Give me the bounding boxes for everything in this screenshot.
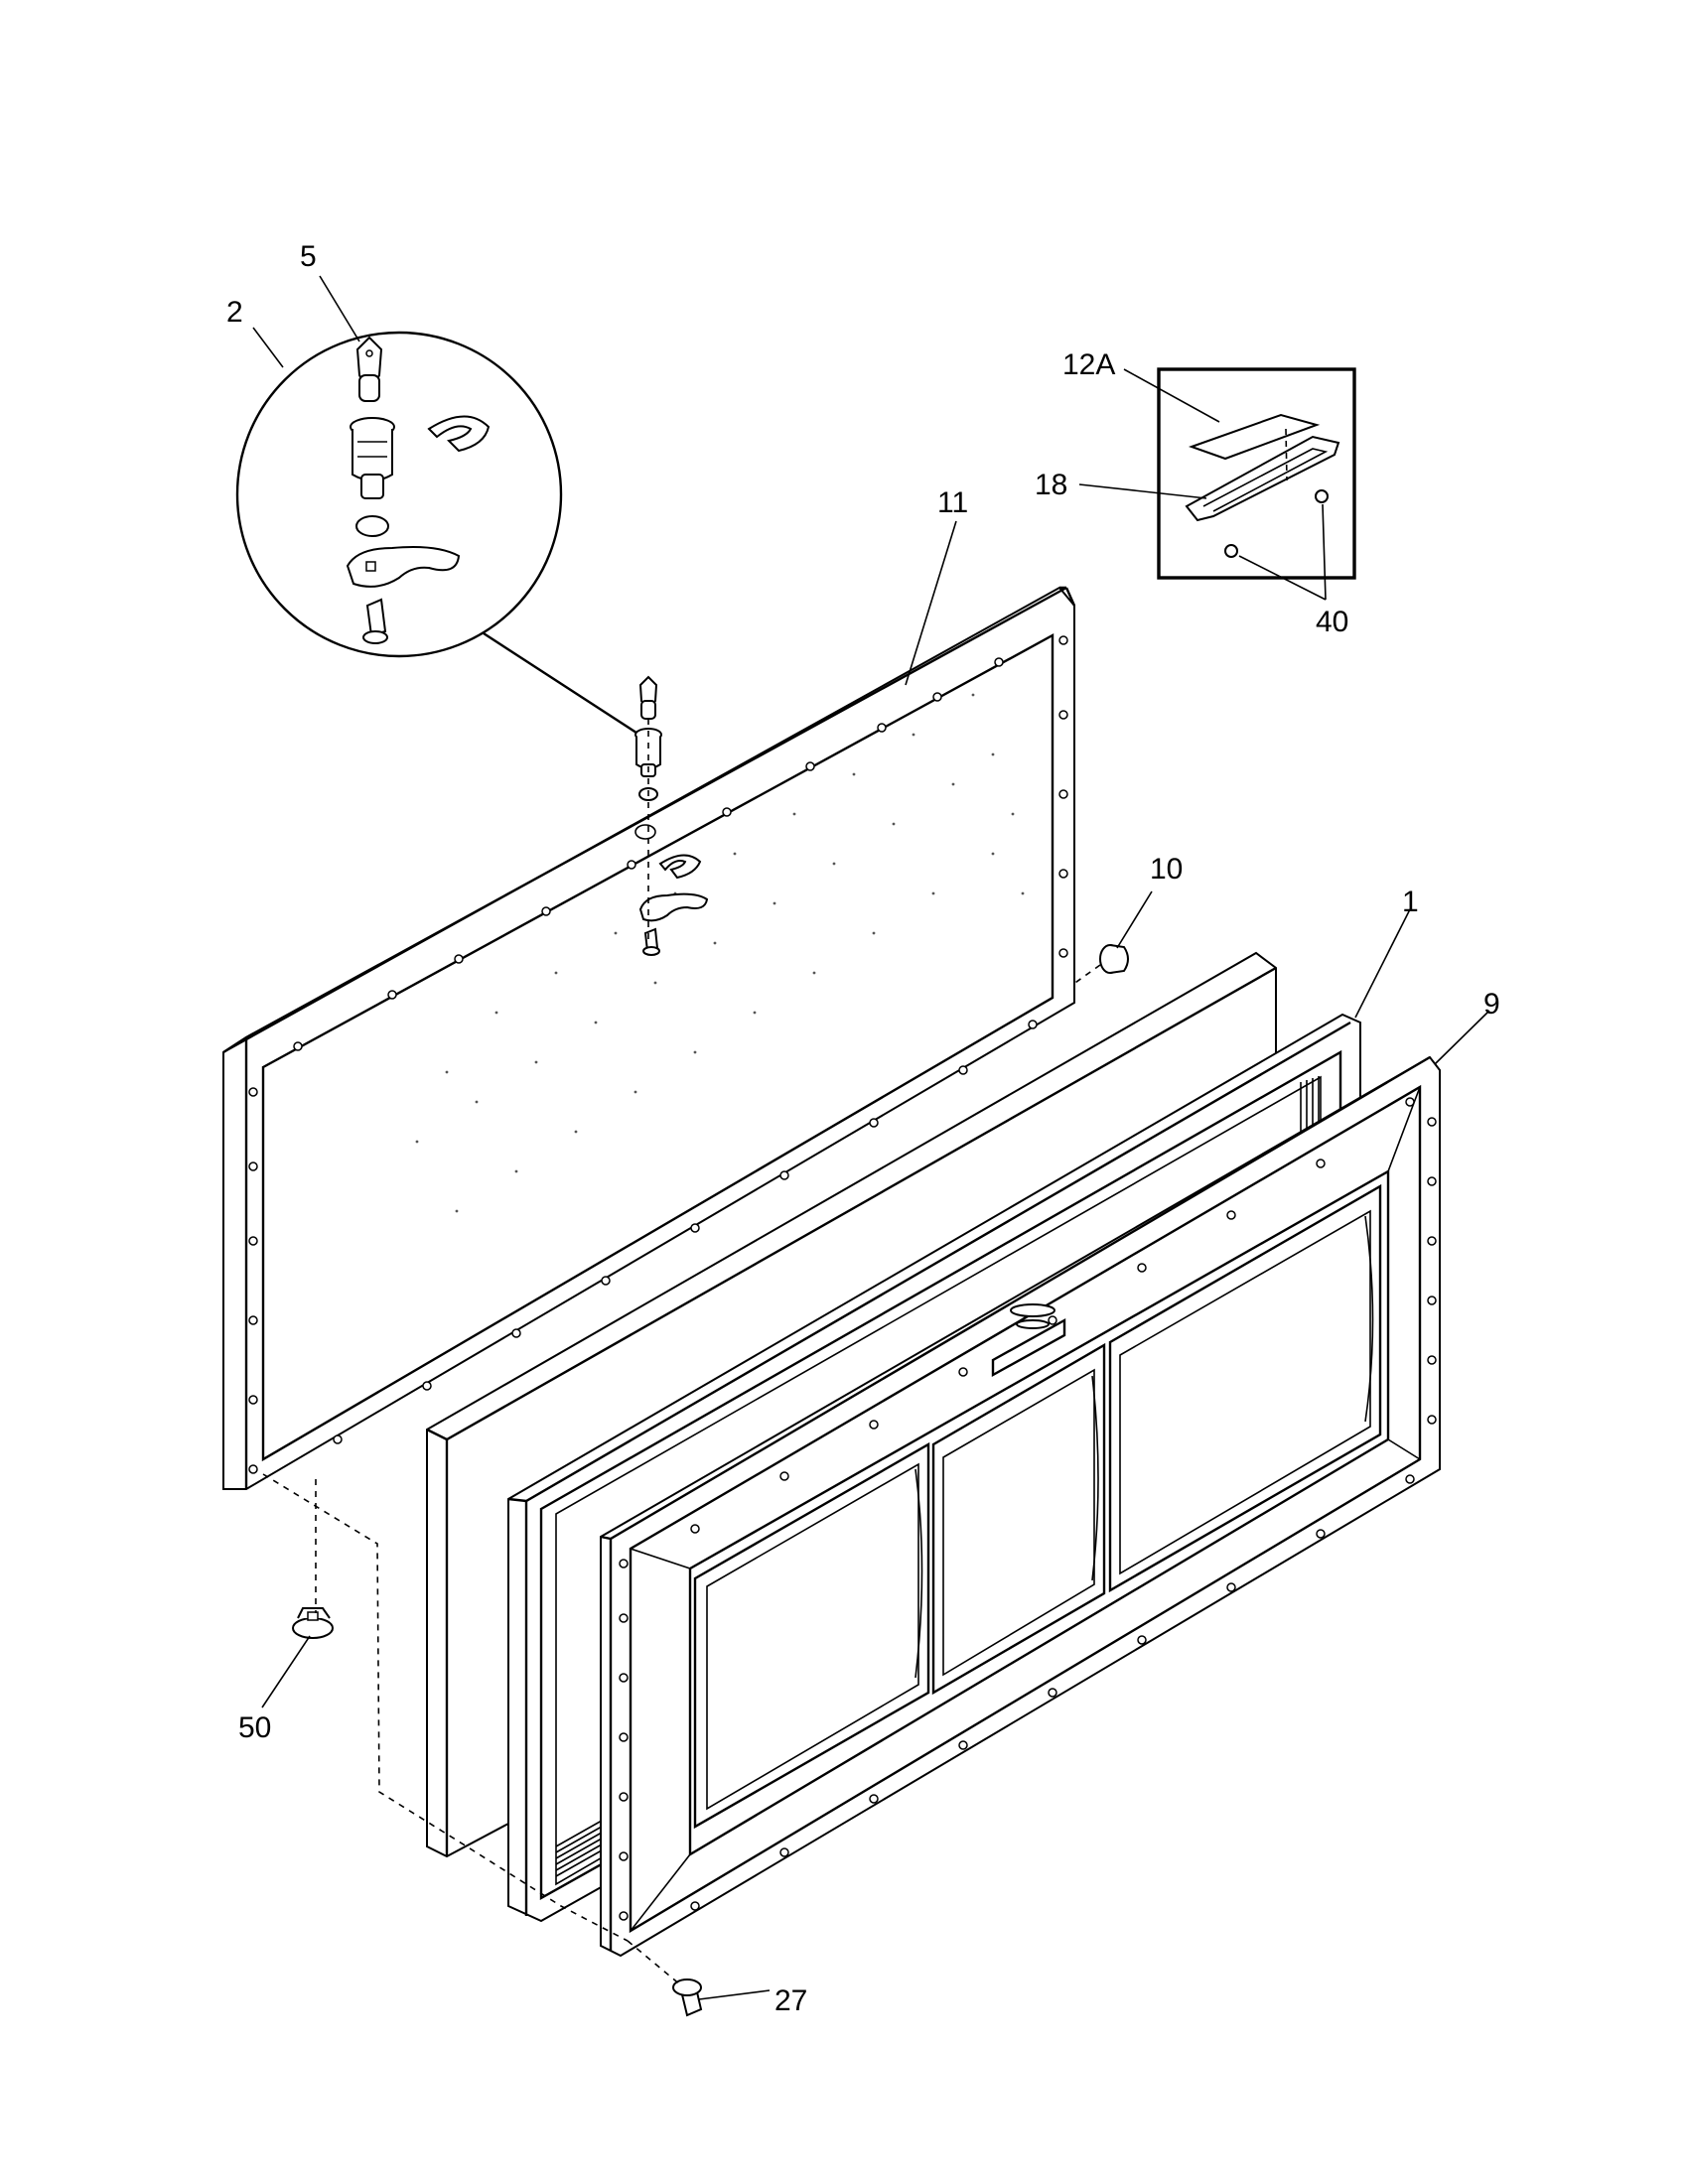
handle-screw-right [1315,489,1329,503]
hinge-cap-part [292,1479,334,1639]
lock-cam-part [346,546,461,588]
retaining-clip-part [427,415,491,453]
lid-lock-hardware [634,675,709,956]
handle-screw-left [1224,544,1238,558]
callout-18: 18 [1035,469,1067,501]
lock-cylinder-part [350,417,395,499]
callout-1: 1 [1402,886,1419,918]
callout-10: 10 [1150,853,1183,886]
callout-9: 9 [1483,988,1500,1021]
inner-lid-liner [222,586,1076,1490]
handle-label-strip [1189,413,1321,461]
lock-assembly-detail [235,331,563,658]
detail-leader-line [483,631,643,739]
leader-lines [252,275,1490,2000]
callout-12a: 12A [1062,348,1115,381]
callout-40: 40 [1316,606,1348,638]
callout-11: 11 [937,486,968,519]
hinge-alignment-line [262,1473,629,1942]
detail-circle [235,331,563,658]
callout-2: 2 [226,296,243,329]
outer-door-panel [600,1055,1441,1958]
o-ring-part [355,515,389,537]
key-part [355,336,383,402]
bumper-part [1071,944,1129,986]
callout-27: 27 [774,1984,807,2017]
handle-detail-box [1157,367,1356,580]
callout-50: 50 [238,1711,271,1744]
lock-screw-part [365,598,387,637]
hinge-screw-part [627,1940,703,2017]
handle-part [1185,435,1340,522]
callout-5: 5 [300,240,317,273]
